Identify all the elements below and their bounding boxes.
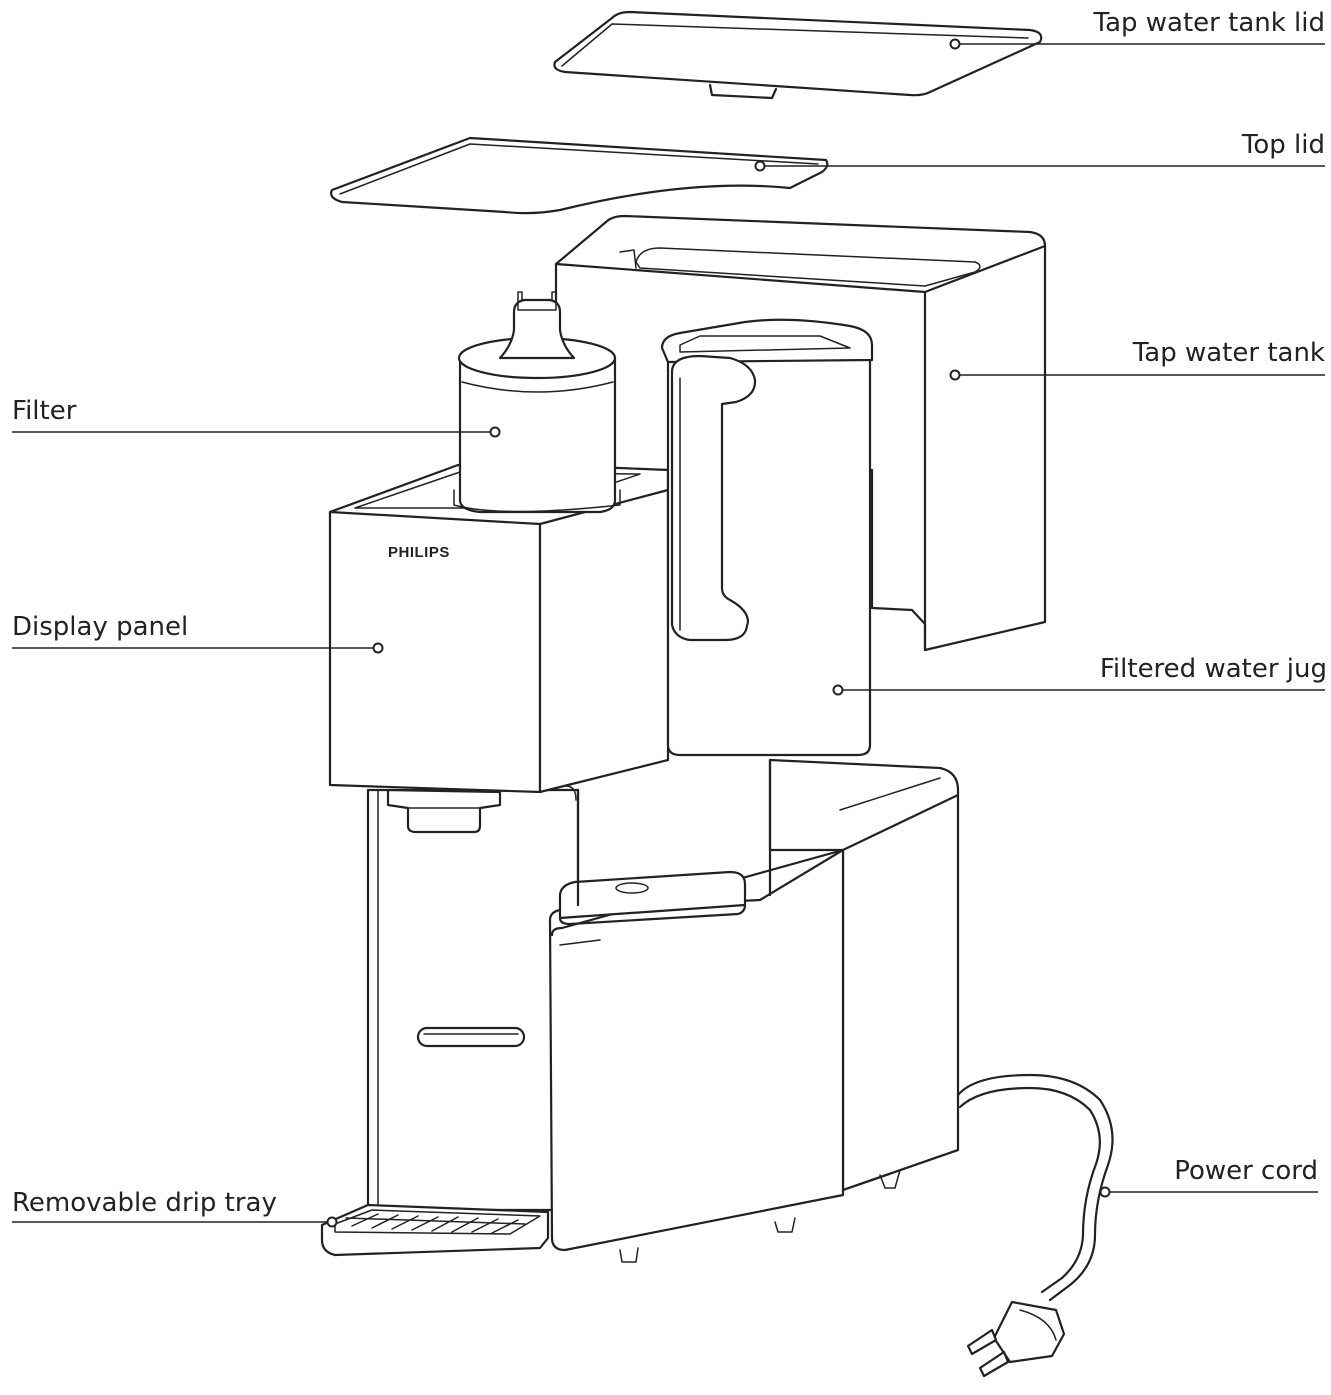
leader-lines: [12, 43, 1325, 1223]
label-tap-water-tank: Tap water tank: [1132, 338, 1325, 368]
anchor-display-panel: [372, 642, 384, 654]
power-cord-part: [956, 1073, 1114, 1378]
anchor-power-cord: [1099, 1186, 1111, 1198]
brand-logo-text: PHILIPS: [388, 544, 450, 561]
top-lid-part: [330, 136, 829, 215]
dispenser-body: [366, 758, 960, 1263]
anchor-filtered-water-jug: [832, 684, 844, 696]
label-tap-water-tank-lid: Tap water tank lid: [1093, 8, 1326, 38]
anchor-removable-drip-tray: [326, 1216, 338, 1228]
label-filtered-water-jug: Filtered water jug: [1099, 654, 1327, 684]
anchor-top-lid: [754, 160, 766, 172]
removable-drip-tray-part: [320, 1203, 550, 1257]
label-power-cord: Power cord: [1174, 1156, 1318, 1186]
filtered-water-jug-part: [660, 318, 874, 757]
reservoir-cap-part: [558, 870, 747, 926]
label-removable-drip-tray: Removable drip tray: [12, 1188, 277, 1218]
anchor-tap-water-tank: [949, 369, 961, 381]
anchor-filter: [489, 426, 501, 438]
tap-water-tank-lid-part: [553, 10, 1043, 100]
label-filter: Filter: [12, 396, 77, 426]
anchor-tap-water-tank-lid: [949, 38, 961, 50]
label-display-panel: Display panel: [12, 612, 189, 642]
anchor-dots: [326, 38, 1111, 1228]
filter-cartridge-part: [453, 291, 621, 514]
label-top-lid: Top lid: [1241, 130, 1325, 160]
